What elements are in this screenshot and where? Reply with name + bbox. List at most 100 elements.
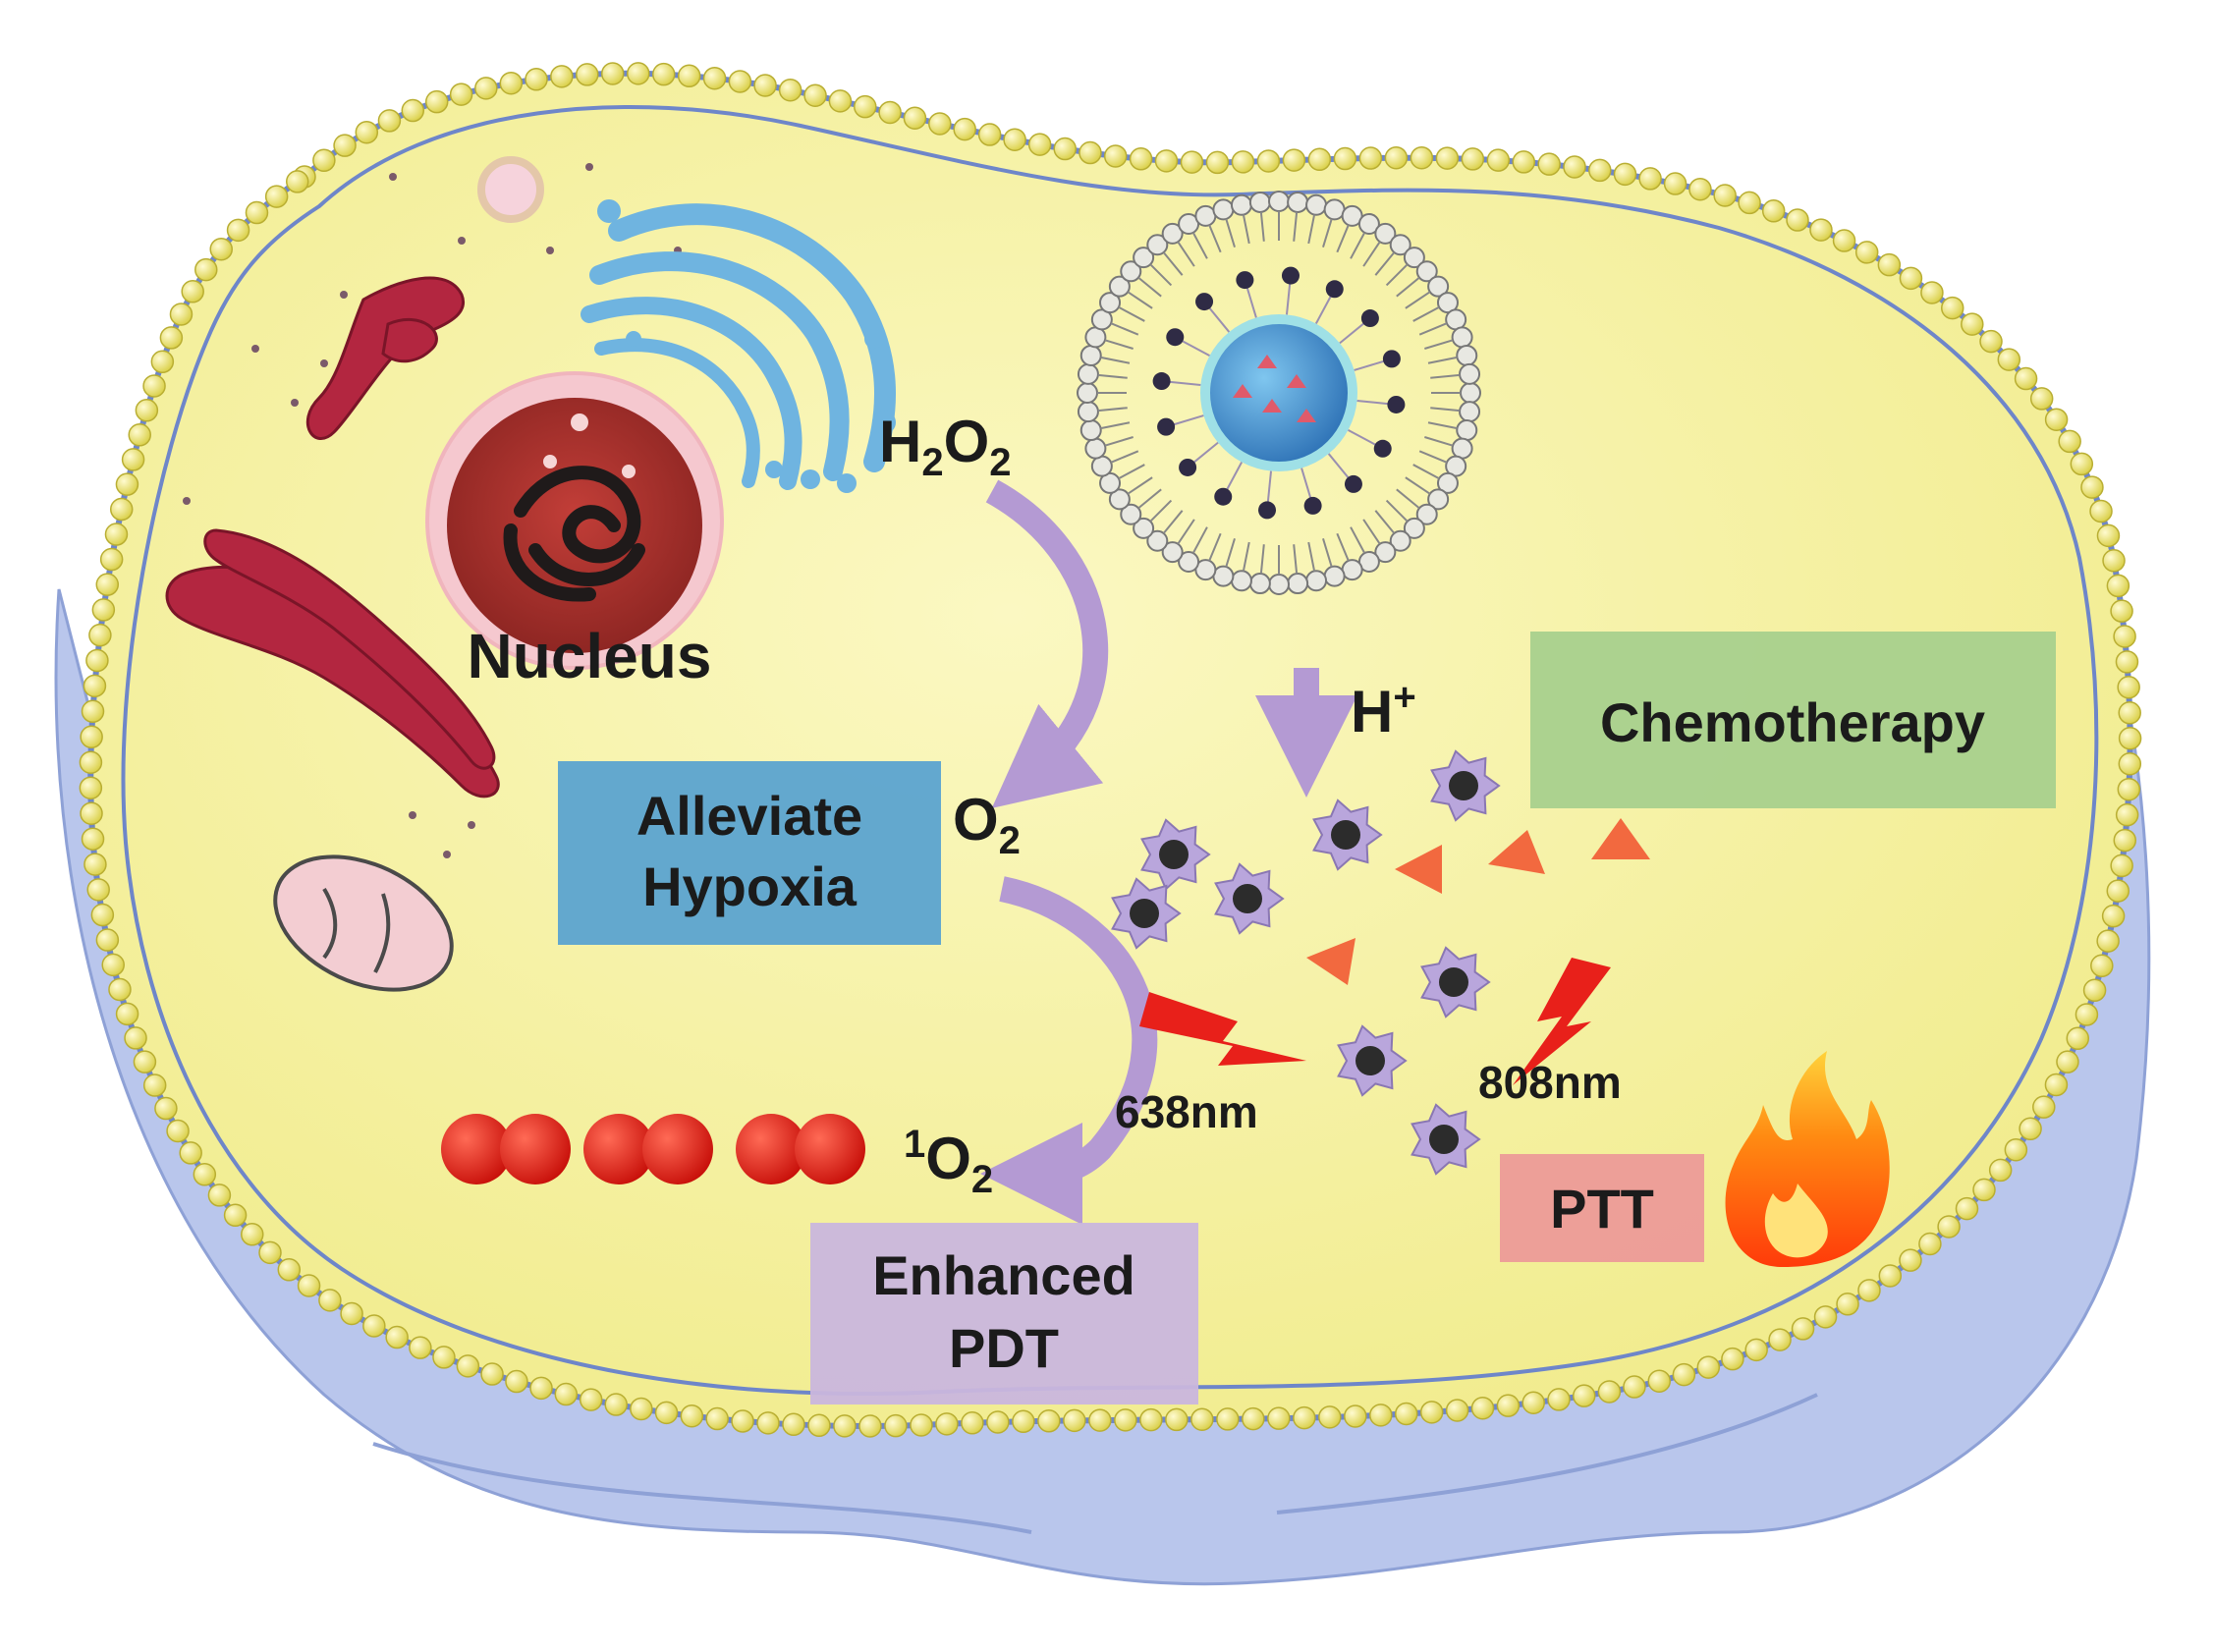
polymer-bead (1179, 458, 1197, 476)
polymer-bead (1325, 280, 1344, 299)
membrane-bead (756, 1411, 780, 1435)
membrane-bead (1012, 1409, 1035, 1434)
membrane-bead (121, 448, 145, 471)
lipid-head (1268, 574, 1290, 595)
tissue-fold (1276, 1393, 1818, 1514)
lipid-tail (1385, 263, 1409, 287)
membrane-bead (654, 1401, 679, 1425)
membrane-bead (2075, 1003, 2099, 1026)
lipid-head (1146, 529, 1169, 552)
membrane-bead (1744, 1338, 1768, 1362)
lipid-head (1090, 455, 1113, 477)
lipid-tail (1418, 322, 1448, 336)
membrane-bead (1761, 199, 1786, 223)
membrane-bead (2032, 1095, 2056, 1119)
alleviate-line1: Alleviate (636, 785, 862, 847)
membrane-bead (264, 185, 289, 208)
lipid-tail (1162, 510, 1184, 534)
membrane-bead (1496, 1394, 1521, 1417)
membrane-bead (79, 776, 103, 799)
lipid-head (1451, 326, 1473, 349)
lipid-head (1287, 573, 1309, 595)
golgi-vesicles (597, 199, 896, 493)
lipid-tail (1104, 339, 1134, 350)
lipid-tail (1118, 305, 1145, 322)
flame-inner (1764, 1184, 1828, 1258)
membrane-bead (1103, 144, 1128, 168)
singlet-o2-label: 1O2 (904, 1123, 993, 1201)
lipid-tail (1097, 407, 1128, 413)
h-plus-label: H+ (1351, 676, 1416, 744)
membrane-bead (159, 326, 184, 350)
lipid-head (1230, 193, 1252, 216)
lipid-tail (1374, 251, 1396, 276)
lipid-tail (1242, 214, 1250, 245)
lipid-tail (1307, 214, 1316, 245)
lipid-tail (1149, 263, 1173, 287)
membrane-bead (1394, 1402, 1418, 1426)
lipid-tail (1104, 436, 1134, 447)
lipid-tail (1208, 224, 1222, 253)
membrane-bead (142, 374, 166, 398)
membrane-bead (1079, 140, 1102, 165)
singlet-oxygen-icon (441, 1114, 865, 1184)
lipid-head (1248, 191, 1271, 213)
membrane-bead (2106, 879, 2130, 903)
membrane-bead (207, 1184, 232, 1207)
membrane-bead (95, 928, 120, 952)
membrane-bead (1647, 1369, 1672, 1393)
lipid-tail (1100, 356, 1131, 364)
drug-triangle (1306, 938, 1355, 985)
chemotherapy-box: Chemotherapy (1530, 632, 2056, 808)
membrane-bead (1663, 172, 1687, 195)
lipid-head (1389, 529, 1411, 552)
drug-triangle (1591, 818, 1650, 859)
lipid-head (1077, 401, 1099, 423)
membrane-bead (2058, 429, 2081, 454)
membrane-bead (1899, 1248, 1922, 1272)
membrane-bead (807, 1413, 831, 1438)
lipid-tail (1412, 305, 1440, 322)
membrane-bead (95, 573, 120, 596)
alleviate-hypoxia-box: Alleviate Hypoxia (558, 761, 941, 945)
membrane-bead (2110, 599, 2133, 623)
membrane-bead (1003, 128, 1026, 151)
membrane-bead (1961, 312, 1984, 336)
membrane-bead (1597, 1380, 1622, 1404)
lipid-head (1287, 191, 1309, 213)
lipid-tail (1336, 532, 1350, 562)
membrane-bead (1813, 1305, 1838, 1329)
lightning-icon (1139, 992, 1306, 1066)
polymer-bead (1214, 487, 1233, 506)
membrane-bead (2113, 828, 2137, 853)
membrane-bead (1854, 241, 1879, 264)
lipid-tail (1322, 538, 1333, 568)
membrane-bead (79, 750, 103, 774)
membrane-bead (1809, 218, 1833, 242)
membrane-bead (1563, 155, 1586, 179)
polymer-bead (1360, 309, 1379, 328)
membrane-bead (1537, 152, 1561, 176)
membrane-bead (333, 134, 357, 157)
membrane-bead (456, 1354, 480, 1378)
membrane-bead (1955, 1196, 1979, 1221)
released-particles (1111, 749, 1501, 1176)
lipid-tail (1177, 519, 1195, 545)
membrane-bead (150, 350, 175, 374)
lipid-tail (1110, 322, 1139, 336)
polymer-bead (1157, 417, 1176, 436)
lipid-tail (1427, 356, 1458, 364)
membrane-bead (529, 1376, 553, 1401)
lipid-head (1133, 517, 1155, 539)
particle-core (1130, 899, 1159, 928)
membrane-bead (1486, 148, 1511, 172)
membrane-bead (81, 699, 105, 724)
lipid-tail (1418, 450, 1448, 464)
lipid-head (1445, 308, 1467, 331)
membrane-bead (903, 106, 927, 130)
lipid-tail (1412, 464, 1440, 480)
membrane-bead (1129, 147, 1153, 171)
lipid-head (1427, 488, 1450, 511)
membrane-bead (579, 1388, 603, 1411)
particle-core (1439, 967, 1468, 997)
